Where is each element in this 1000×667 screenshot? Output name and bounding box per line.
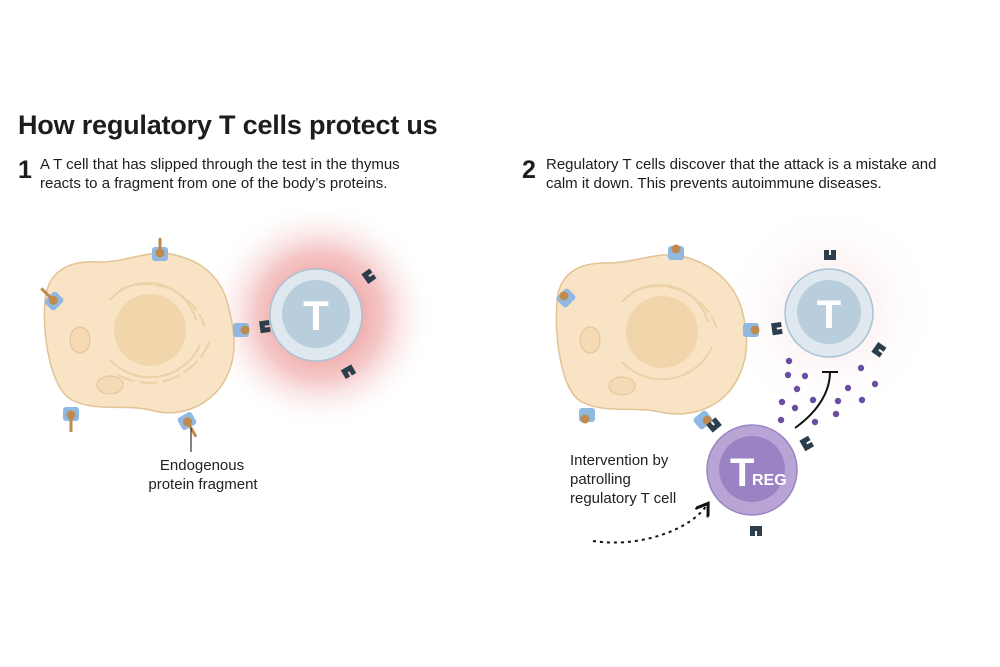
- mitochondrion-icon: [608, 376, 636, 396]
- patrol-path-arrow: [592, 505, 707, 544]
- step-2-line-1: Regulatory T cells discover that the att…: [546, 156, 937, 173]
- intervention-label: Intervention by patrolling regulatory T …: [570, 451, 676, 508]
- intervention-line-1: Intervention by: [570, 452, 669, 469]
- step-1-line-1: A T cell that has slipped through the te…: [40, 156, 400, 173]
- mhc-fragment-top: [152, 238, 168, 261]
- mhc-fragment: [668, 244, 684, 260]
- mhc-fragment: [555, 287, 577, 309]
- step-1-text: A T cell that has slipped through the te…: [40, 155, 400, 193]
- cytokine-dots: [777, 357, 879, 426]
- body-cell-left: [43, 252, 235, 414]
- intervention-line-3: regulatory T cell: [570, 490, 677, 507]
- step-1-line-2: reacts to a fragment from one of the bod…: [40, 175, 388, 192]
- step-2-text: Regulatory T cells discover that the att…: [546, 155, 936, 193]
- mhc-fragment-contact: [743, 323, 760, 337]
- mhc-fragment-topleft: [40, 287, 65, 312]
- t-cell-right: T: [755, 250, 887, 358]
- treg-cell: T REG: [706, 417, 815, 536]
- treg-label-sub: REG: [752, 472, 787, 489]
- page-title: How regulatory T cells protect us: [18, 110, 438, 140]
- mhc-fragment-bottomleft: [63, 407, 79, 432]
- step-2-number: 2: [522, 156, 536, 184]
- step-2-line-2: calm it down. This prevents autoimmune d…: [546, 175, 882, 192]
- mitochondrion-icon: [69, 326, 91, 354]
- body-cell-right: [555, 254, 748, 415]
- inhibition-arrow: [794, 371, 838, 429]
- t-cell-label: T: [303, 292, 329, 339]
- step-1-number: 1: [18, 156, 32, 184]
- mhc-fragment-bottom: [176, 410, 198, 438]
- t-cell-left: T: [243, 268, 377, 380]
- t-cell-label: T: [817, 293, 841, 337]
- fragment-label-line-2: protein fragment: [148, 476, 258, 493]
- nucleus: [114, 294, 186, 366]
- fragment-label-line-1: Endogenous: [159, 457, 245, 474]
- mhc-fragment: [579, 408, 595, 424]
- mitochondrion-icon: [96, 375, 124, 395]
- treg-label-t: T: [730, 451, 754, 495]
- fragment-label: Endogenous protein fragment: [148, 456, 257, 494]
- mhc-fragment-contact: [233, 323, 250, 337]
- intervention-line-2: patrolling: [570, 471, 631, 488]
- mitochondrion-icon: [579, 326, 601, 354]
